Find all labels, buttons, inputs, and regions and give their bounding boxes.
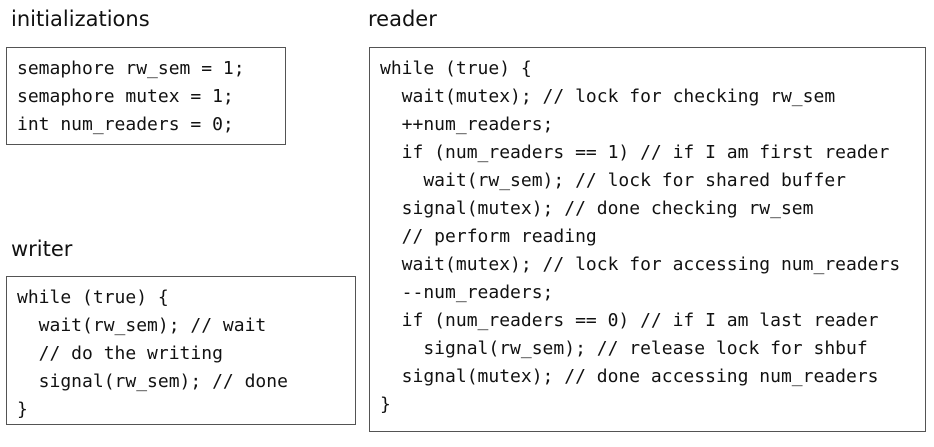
- code-line: wait(mutex); // lock for accessing num_r…: [380, 254, 901, 275]
- code-line: }: [17, 399, 28, 420]
- code-line: while (true) {: [380, 58, 532, 79]
- code-line: signal(mutex); // done accessing num_rea…: [380, 366, 879, 387]
- writer-code-box: while (true) { wait(rw_sem); // wait // …: [6, 276, 356, 425]
- initializations-title: initializations: [11, 7, 150, 31]
- code-line: signal(mutex); // done checking rw_sem: [380, 198, 814, 219]
- reader-title: reader: [368, 7, 437, 31]
- code-line: signal(rw_sem); // done: [17, 371, 288, 392]
- writer-title: writer: [11, 237, 73, 261]
- code-line: wait(rw_sem); // lock for shared buffer: [380, 170, 846, 191]
- code-line: signal(rw_sem); // release lock for shbu…: [380, 338, 868, 359]
- code-line: // perform reading: [380, 226, 597, 247]
- code-line: wait(rw_sem); // wait: [17, 315, 267, 336]
- code-line: while (true) {: [17, 287, 169, 308]
- code-line: }: [380, 394, 391, 415]
- code-line: if (num_readers == 1) // if I am first r…: [380, 142, 890, 163]
- code-line: int num_readers = 0;: [17, 114, 234, 135]
- code-line: wait(mutex); // lock for checking rw_sem: [380, 86, 836, 107]
- code-line: // do the writing: [17, 343, 223, 364]
- initializations-code-box: semaphore rw_sem = 1; semaphore mutex = 1…: [6, 47, 286, 145]
- code-line: semaphore rw_sem = 1;: [17, 58, 245, 79]
- code-line: if (num_readers == 0) // if I am last re…: [380, 310, 879, 331]
- reader-code-box: while (true) { wait(mutex); // lock for …: [369, 47, 926, 432]
- code-line: semaphore mutex = 1;: [17, 86, 234, 107]
- code-line: ++num_readers;: [380, 114, 554, 135]
- code-line: --num_readers;: [380, 282, 554, 303]
